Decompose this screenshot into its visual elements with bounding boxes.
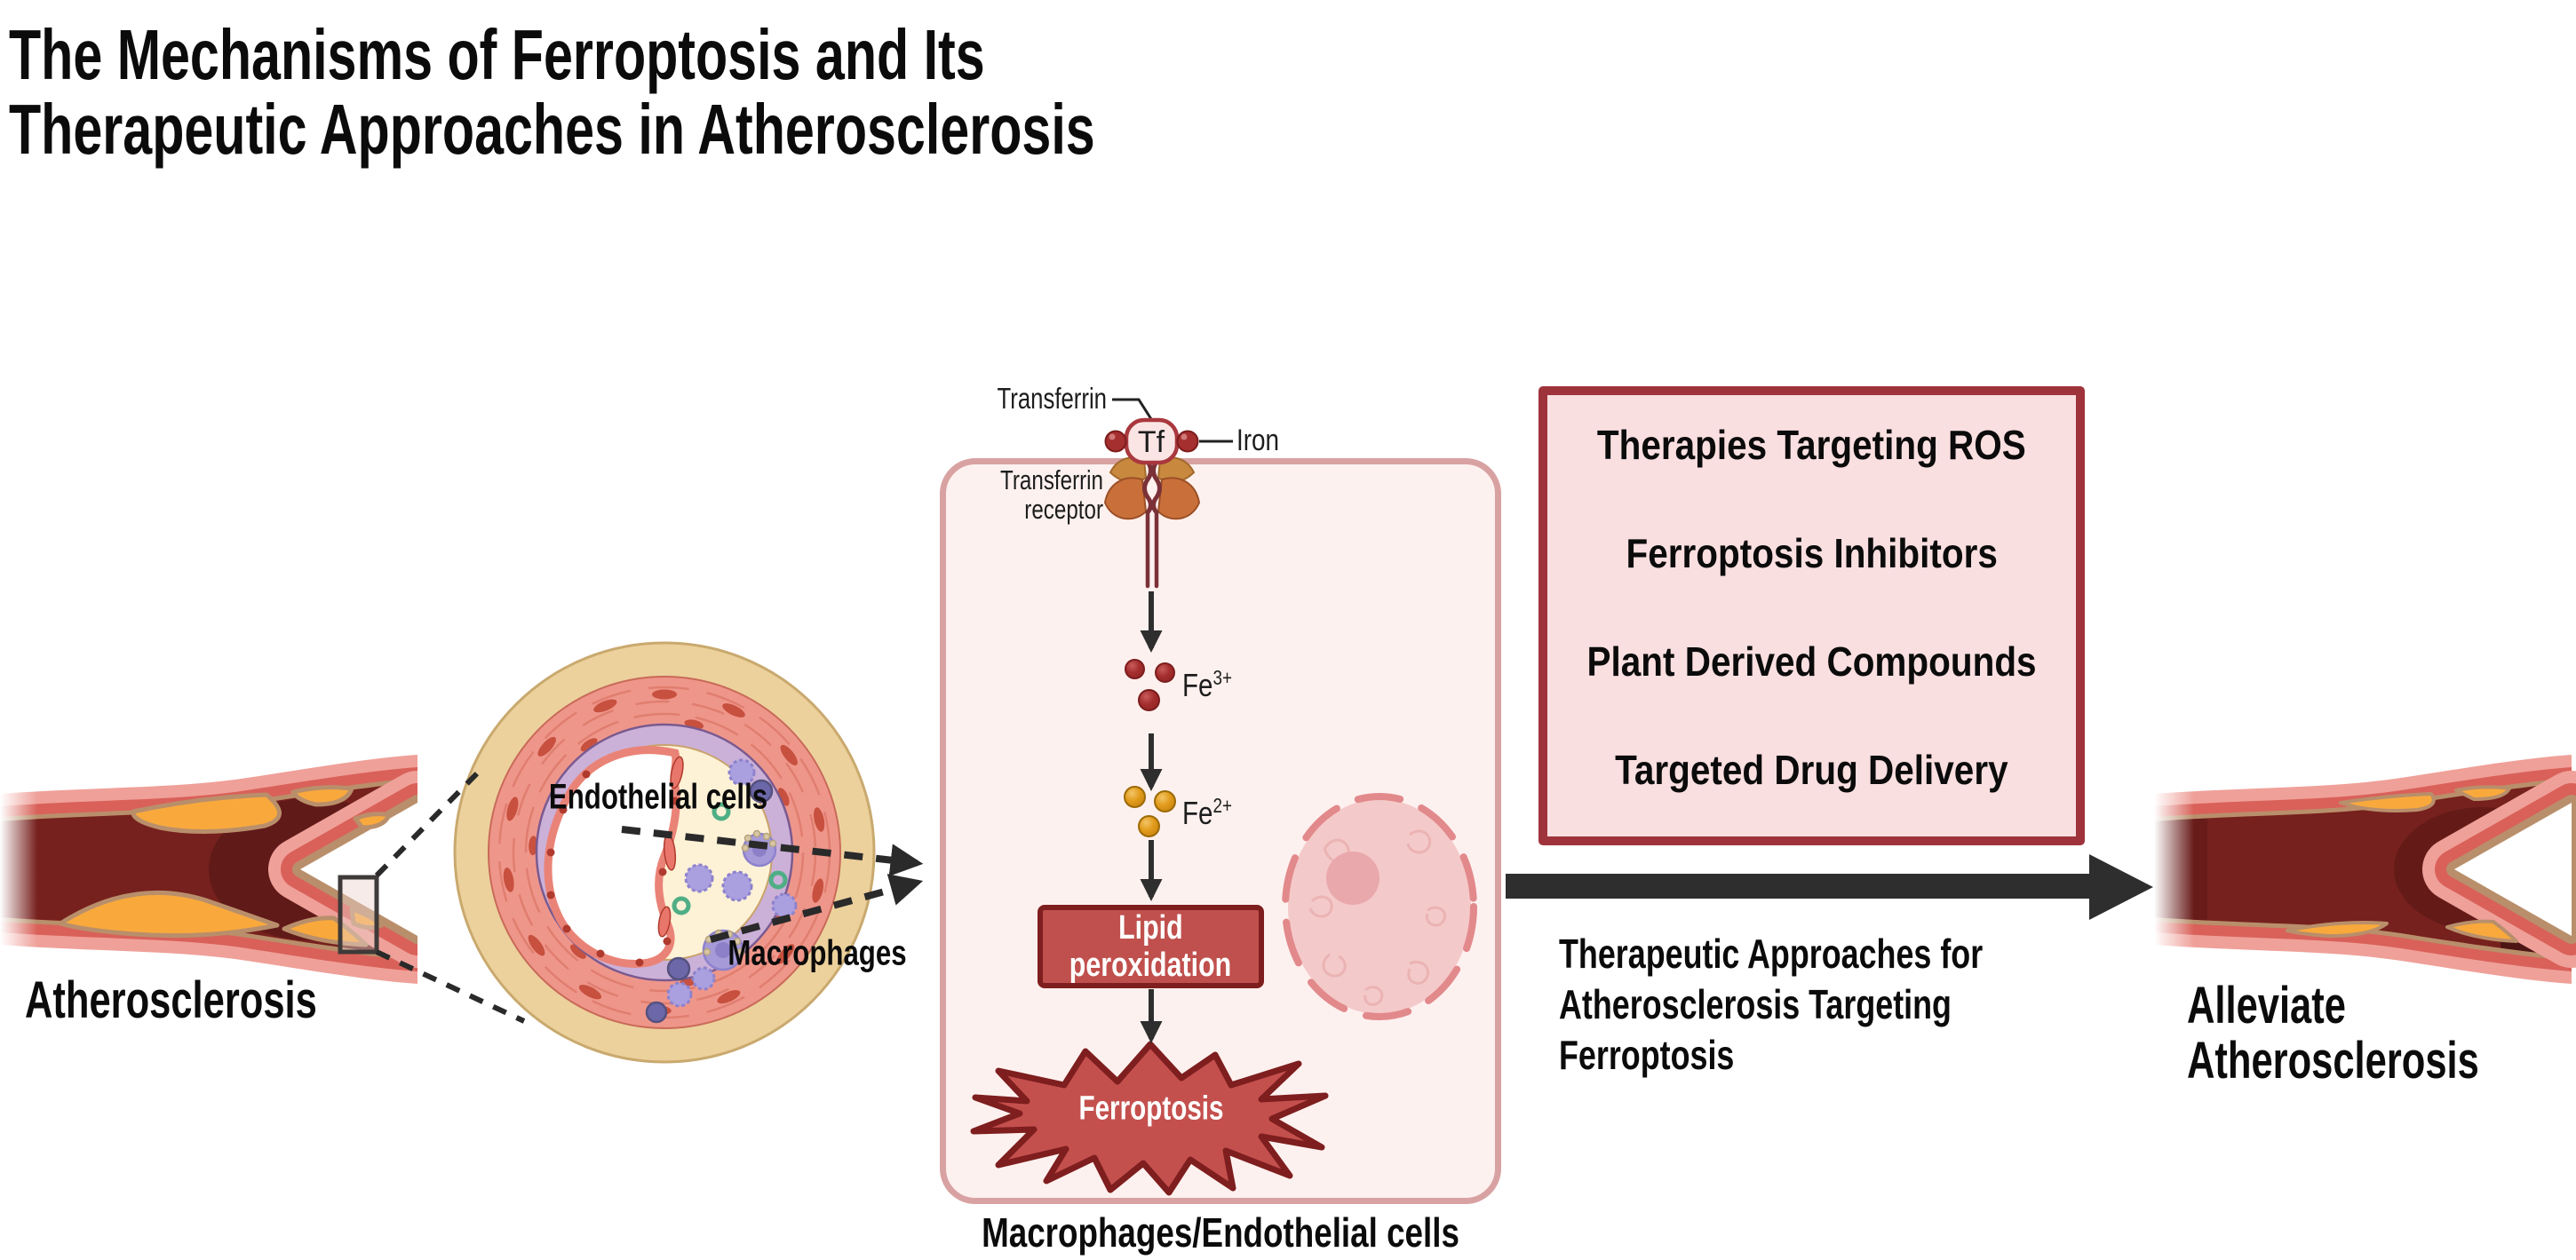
therapy-panel: Therapies Targeting ROS Ferroptosis Inhi…: [1538, 386, 2085, 845]
transition-caption: Therapeutic Approaches for Atheroscleros…: [1559, 929, 1983, 1081]
fe2-atom-2: [1154, 790, 1176, 812]
receptor-label-line-2: receptor: [1024, 494, 1103, 525]
endothelial-cells-label: Endothelial cells: [548, 777, 768, 817]
receptor-stems: [1142, 459, 1162, 589]
magnified-region-box: [338, 875, 379, 955]
alleviate-label-line-2: Atherosclerosis: [2187, 1032, 2479, 1090]
therapy-item-plant: Plant Derived Compounds: [1586, 638, 2037, 685]
fe3-label-charge: 3+: [1212, 666, 1232, 689]
smooth-muscle-nuclei: [503, 689, 825, 1016]
macrophages-label: Macrophages: [727, 933, 907, 973]
cell-box-caption: Macrophages/Endothelial cells: [982, 1209, 1459, 1256]
ferroptosis-label: Ferroptosis: [1078, 1090, 1224, 1128]
lipid-peroxidation-box: Lipid peroxidation: [1038, 905, 1264, 988]
fe3-label-base: Fe: [1182, 667, 1213, 703]
therapy-item-ros: Therapies Targeting ROS: [1597, 422, 2026, 468]
transferrin-label: Transferrin: [997, 382, 1107, 415]
therapy-transition-arrow: [1506, 854, 2153, 920]
endothelium-nuclei: [546, 770, 680, 967]
fe3-atom-3: [1138, 689, 1160, 711]
alleviate-atherosclerosis-label: Alleviate Atherosclerosis: [2187, 979, 2479, 1089]
fe3-atom-2: [1155, 662, 1175, 683]
receptor-wings: [1103, 456, 1201, 520]
fe3-atom-1: [1125, 659, 1145, 679]
fe2-atom-3: [1138, 815, 1160, 837]
lipid-line-2: peroxidation: [1069, 947, 1232, 984]
chromatin-squiggles: [1308, 829, 1446, 1006]
atherosclerosis-label: Atherosclerosis: [25, 973, 317, 1028]
fe2-label-charge: 2+: [1212, 794, 1232, 817]
cell-nucleus: [1326, 852, 1379, 905]
alleviate-label-line-1: Alleviate: [2187, 977, 2346, 1034]
magnifier-line-upper: [374, 768, 482, 878]
atherosclerosis-label-text: Atherosclerosis: [25, 971, 317, 1029]
dying-cell-illustration: [1282, 793, 1477, 1020]
fe2-atom-1: [1124, 786, 1146, 808]
healthy-artery-illustration: [2154, 753, 2576, 986]
therapy-item-delivery: Targeted Drug Delivery: [1615, 747, 2008, 793]
ferroptosis-burst: [970, 1041, 1329, 1196]
fe3-label: Fe3+: [1182, 666, 1232, 704]
fe2-label: Fe2+: [1182, 794, 1232, 832]
iron-atoms-bound: [1104, 430, 1199, 453]
endothelial-cells-arrow: [621, 826, 924, 876]
fe2-label-base: Fe: [1182, 795, 1213, 831]
tf-badge-label: Tf: [1138, 425, 1165, 459]
title-line-2: Therapeutic Approaches in Atherosclerosi…: [9, 90, 1095, 169]
receptor-label-line-1: Transferrin: [999, 464, 1103, 495]
fragmented-membrane: [1282, 793, 1477, 1020]
iron-label: Iron: [1236, 424, 1280, 457]
transferrin-receptor-illustration: Tf: [1103, 398, 1233, 589]
endothelial-folds: [657, 756, 684, 938]
title-line-1: The Mechanisms of Ferroptosis and Its: [9, 15, 985, 94]
transferrin-pointer-line: [1112, 398, 1153, 420]
residual-plaque-deposits: [2286, 785, 2518, 943]
diseased-artery-illustration: [0, 753, 417, 986]
transferrin-receptor-label: Transferrin receptor: [954, 465, 1103, 524]
plaque-deposits: [58, 785, 392, 947]
therapy-item-inhibitors: Ferroptosis Inhibitors: [1626, 530, 1998, 576]
figure-title: The Mechanisms of Ferroptosis and Its Th…: [9, 18, 1095, 167]
transition-caption-line-3: Ferroptosis: [1559, 1032, 1735, 1078]
lipid-line-1: Lipid: [1118, 909, 1183, 947]
transition-caption-line-2: Atherosclerosis Targeting: [1559, 981, 1952, 1027]
macrophages-arrow: [709, 874, 924, 943]
transition-caption-line-1: Therapeutic Approaches for: [1559, 931, 1984, 977]
magnifier-line-lower: [375, 949, 526, 1024]
lumen: [544, 746, 680, 968]
